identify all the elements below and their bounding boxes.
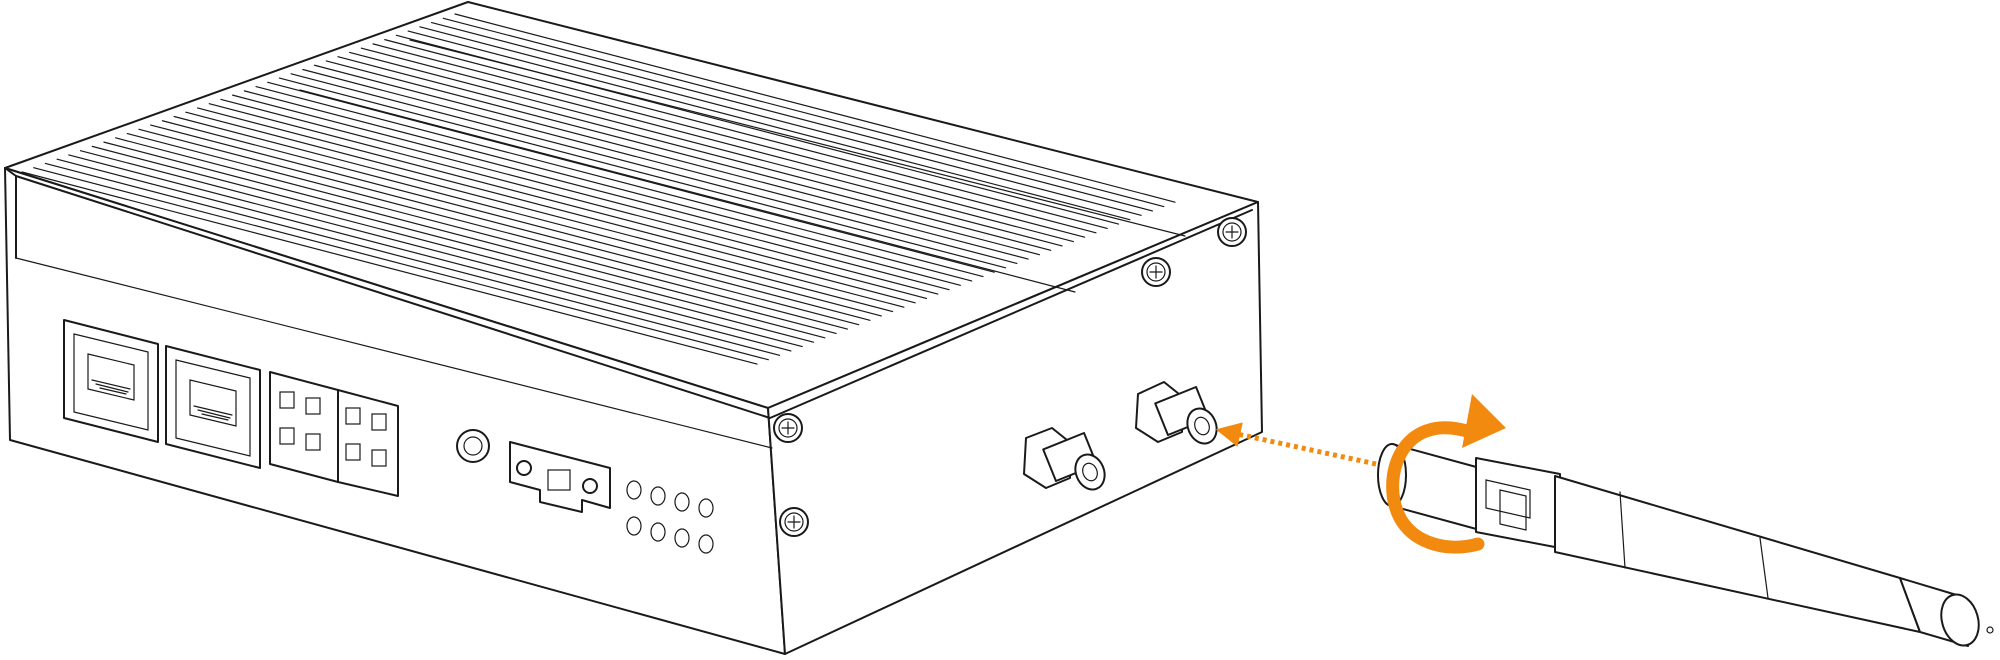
screw-icon xyxy=(1217,217,1247,247)
status-led xyxy=(674,492,690,512)
heatsink-fin xyxy=(79,150,815,343)
heatsink-fin xyxy=(126,132,860,326)
heatsink-fin xyxy=(325,60,1052,251)
heatsink-fin xyxy=(290,73,1018,265)
heatsink-fin xyxy=(419,26,1142,216)
insertion-dotted-arrow-icon xyxy=(1215,422,1377,467)
sma-connector-2 xyxy=(1135,381,1218,445)
heatsink-fin xyxy=(267,81,995,273)
top-flat-edge-a xyxy=(299,89,1076,293)
device-enclosure xyxy=(4,1,1263,655)
status-led xyxy=(674,528,690,548)
heatsink-fin xyxy=(68,154,803,348)
status-led xyxy=(650,522,666,542)
status-led xyxy=(626,516,642,536)
heatsink-fin xyxy=(33,167,769,361)
heatsink-fin xyxy=(21,171,758,365)
rotate-clockwise-arrow-icon xyxy=(1386,421,1485,554)
device-side-panel xyxy=(767,201,1263,655)
heatsink-fin xyxy=(313,64,1041,256)
heatsink-fin xyxy=(185,111,916,304)
screw-icon xyxy=(779,507,809,537)
heatsink-fins xyxy=(21,13,1176,365)
front-plate-line xyxy=(15,257,773,449)
heatsink-fin xyxy=(384,39,1108,230)
screws xyxy=(773,217,1247,537)
heatsink-fin xyxy=(442,17,1165,208)
status-leds xyxy=(626,480,714,554)
heatsink-fin xyxy=(56,158,792,352)
heatsink-fin xyxy=(103,141,837,335)
screw-icon xyxy=(1141,257,1171,287)
heatsink-fin xyxy=(150,124,882,317)
heatsink-fin xyxy=(232,94,961,286)
heatsink-fin xyxy=(115,137,848,330)
ethernet-port-1 xyxy=(63,319,159,443)
status-led xyxy=(698,498,714,518)
heatsink-fin xyxy=(302,68,1029,260)
heatsink-fin xyxy=(255,85,984,278)
heatsink-fin xyxy=(430,21,1154,212)
top-flat-edge-b xyxy=(409,39,1186,237)
heatsink-fin xyxy=(138,128,871,321)
terminal-block-2 xyxy=(337,389,399,497)
heatsink-fin xyxy=(243,90,973,282)
power-connector xyxy=(509,441,611,513)
heatsink-fin xyxy=(173,115,905,308)
status-led xyxy=(650,486,666,506)
ethernet-port-2 xyxy=(165,345,261,469)
heatsink-fin xyxy=(337,56,1063,247)
heatsink-fin xyxy=(91,145,826,339)
heatsink-fin xyxy=(278,77,1007,269)
heatsink-fin xyxy=(407,30,1131,221)
heatsink-fin xyxy=(220,98,950,291)
heatsink-fin xyxy=(360,47,1086,238)
heatsink-fin xyxy=(44,162,781,356)
rotate-arrow-head-icon xyxy=(1462,394,1506,448)
heatsink-fin xyxy=(372,43,1097,234)
heatsink-fin xyxy=(349,51,1074,243)
heatsink-fin xyxy=(208,103,939,295)
top-plate-edge xyxy=(4,167,1253,419)
sma-connector-1 xyxy=(1023,427,1106,491)
reset-button xyxy=(456,429,490,463)
screw-icon xyxy=(773,413,803,443)
status-led xyxy=(698,534,714,554)
status-led xyxy=(626,480,642,500)
heatsink-fin xyxy=(454,13,1176,203)
heatsink-fin xyxy=(161,120,894,313)
heatsink-fin xyxy=(196,107,928,300)
